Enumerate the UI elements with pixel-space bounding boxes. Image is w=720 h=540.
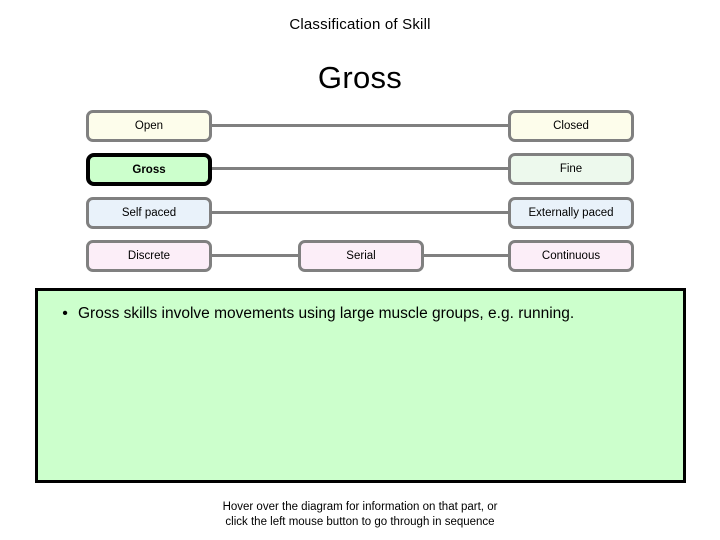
- bullet-text: Gross skills involve movements using lar…: [78, 305, 575, 322]
- connector-row-4-left: [208, 254, 301, 257]
- page-title: Classification of Skill: [289, 16, 431, 33]
- node-gross-label: Gross: [132, 163, 166, 176]
- node-continuous-label: Continuous: [541, 250, 601, 262]
- node-self-paced[interactable]: Self paced: [86, 197, 212, 229]
- bullet-item: • Gross skills involve movements using l…: [52, 303, 669, 325]
- connector-row-2: [208, 167, 511, 170]
- node-open[interactable]: Open: [86, 110, 212, 142]
- node-open-label: Open: [134, 120, 164, 132]
- node-externally-paced[interactable]: Externally paced: [508, 197, 634, 229]
- bullet-marker: •: [62, 305, 68, 322]
- node-closed-label: Closed: [553, 120, 589, 132]
- classification-diagram[interactable]: Open Closed Gross Fine Self paced Extern…: [0, 0, 720, 285]
- information-panel[interactable]: • Gross skills involve movements using l…: [35, 288, 686, 483]
- connector-row-4-right: [420, 254, 511, 257]
- instructions-footer: Hover over the diagram for information o…: [0, 500, 720, 530]
- instructions-line-1: Hover over the diagram for information o…: [222, 501, 498, 513]
- node-serial-label: Serial: [346, 250, 376, 262]
- node-externally-paced-label: Externally paced: [528, 207, 614, 219]
- node-discrete[interactable]: Discrete: [86, 240, 212, 272]
- instructions-line-2: click the left mouse button to go throug…: [225, 516, 495, 528]
- node-discrete-label: Discrete: [127, 250, 171, 262]
- node-fine-label: Fine: [559, 163, 583, 175]
- node-fine[interactable]: Fine: [508, 153, 634, 185]
- connector-row-3: [208, 211, 511, 214]
- category-heading: Gross: [317, 60, 403, 95]
- node-closed[interactable]: Closed: [508, 110, 634, 142]
- node-continuous[interactable]: Continuous: [508, 240, 634, 272]
- node-serial[interactable]: Serial: [298, 240, 424, 272]
- node-gross[interactable]: Gross: [86, 153, 212, 186]
- node-self-paced-label: Self paced: [121, 207, 177, 219]
- connector-row-1: [208, 124, 511, 127]
